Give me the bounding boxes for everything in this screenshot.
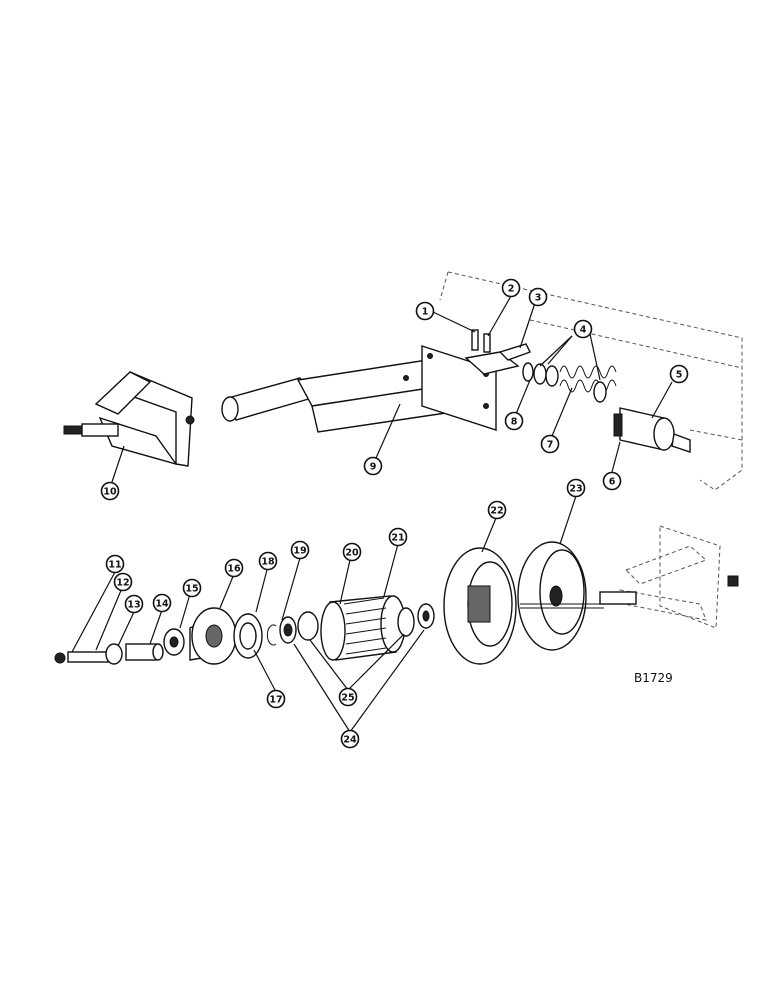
svg-text:5: 5	[676, 370, 683, 381]
snap-ring-19	[266, 624, 277, 646]
callout-6: 6	[602, 471, 622, 491]
leader-lines	[71, 295, 673, 733]
svg-text:11: 11	[108, 560, 121, 571]
callout-21: 21	[388, 527, 408, 547]
svg-text:16: 16	[227, 564, 241, 575]
svg-text:6: 6	[609, 477, 616, 488]
shaft-parts	[54, 628, 185, 665]
svg-text:23: 23	[569, 484, 582, 495]
callout-17: 17	[266, 689, 286, 709]
callout-25: 25	[338, 687, 358, 707]
callout-11: 11	[105, 554, 125, 574]
svg-text:13: 13	[127, 600, 140, 611]
callout-12: 12	[113, 572, 133, 592]
callout-24: 24	[340, 729, 360, 749]
svg-text:8: 8	[511, 417, 518, 428]
callout-16: 16	[224, 558, 244, 578]
callout-22: 22	[487, 500, 507, 520]
right-bearings	[397, 603, 435, 637]
disc-18	[233, 613, 263, 659]
svg-text:7: 7	[547, 440, 554, 451]
svg-text:9: 9	[370, 462, 377, 473]
svg-text:20: 20	[345, 548, 359, 559]
right-support-bracket	[599, 525, 739, 629]
hub-16	[189, 607, 237, 665]
callout-19: 19	[290, 540, 310, 560]
svg-text:17: 17	[269, 695, 282, 706]
svg-text:12: 12	[116, 578, 129, 589]
spline-drum	[320, 595, 406, 661]
right-hub	[613, 407, 691, 453]
drawing-reference-code: B1729	[634, 671, 673, 685]
left-support-bracket	[63, 371, 195, 467]
callout-10: 10	[100, 481, 120, 501]
svg-text:4: 4	[580, 325, 587, 336]
callout-14: 14	[152, 593, 172, 613]
svg-text:18: 18	[261, 557, 275, 568]
svg-text:19: 19	[293, 546, 306, 557]
callout-3: 3	[528, 287, 548, 307]
callout-5: 5	[669, 364, 689, 384]
svg-text:3: 3	[535, 293, 542, 304]
callout-8: 8	[504, 411, 524, 431]
lever-assembly	[464, 329, 531, 375]
callout-18: 18	[258, 551, 278, 571]
svg-text:25: 25	[341, 693, 354, 704]
left-bearings	[279, 611, 319, 644]
svg-text:2: 2	[508, 284, 515, 295]
svg-text:24: 24	[343, 735, 357, 746]
svg-text:14: 14	[155, 599, 169, 610]
frame-channel	[439, 271, 743, 491]
svg-text:21: 21	[391, 533, 404, 544]
svg-text:22: 22	[490, 506, 503, 517]
callout-1: 1	[415, 301, 435, 321]
svg-text:1: 1	[422, 307, 429, 318]
callout-7: 7	[540, 434, 560, 454]
svg-text:10: 10	[103, 487, 117, 498]
callout-2: 2	[501, 278, 521, 298]
callout-20: 20	[342, 542, 362, 562]
callout-9: 9	[363, 456, 383, 476]
callout-4: 4	[573, 319, 593, 339]
pulley-23	[517, 541, 604, 651]
callout-23: 23	[566, 478, 586, 498]
callout-13: 13	[124, 594, 144, 614]
pulley-22	[443, 547, 517, 665]
callout-15: 15	[182, 578, 202, 598]
svg-text:15: 15	[185, 584, 198, 595]
spring-assembly	[522, 362, 617, 403]
